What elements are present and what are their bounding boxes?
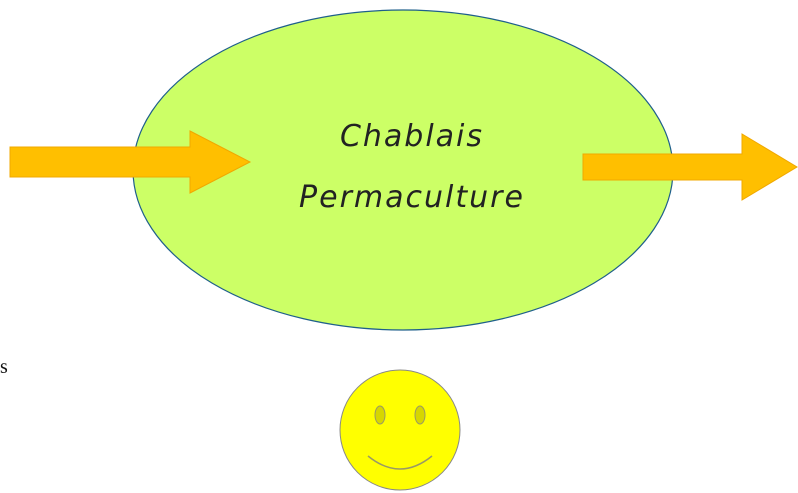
output-arrow <box>582 133 798 201</box>
smiley-mouth <box>367 455 433 470</box>
center-label-line2: Permaculture <box>299 180 525 215</box>
input-arrow <box>9 130 252 194</box>
smiley-left-eye <box>374 405 386 425</box>
margin-text: s <box>0 356 8 378</box>
smiley-right-eye <box>414 405 426 425</box>
center-label-line1: Chablais <box>340 119 484 154</box>
smiley-face-icon <box>339 369 461 491</box>
smiley-face-circle <box>339 369 461 491</box>
